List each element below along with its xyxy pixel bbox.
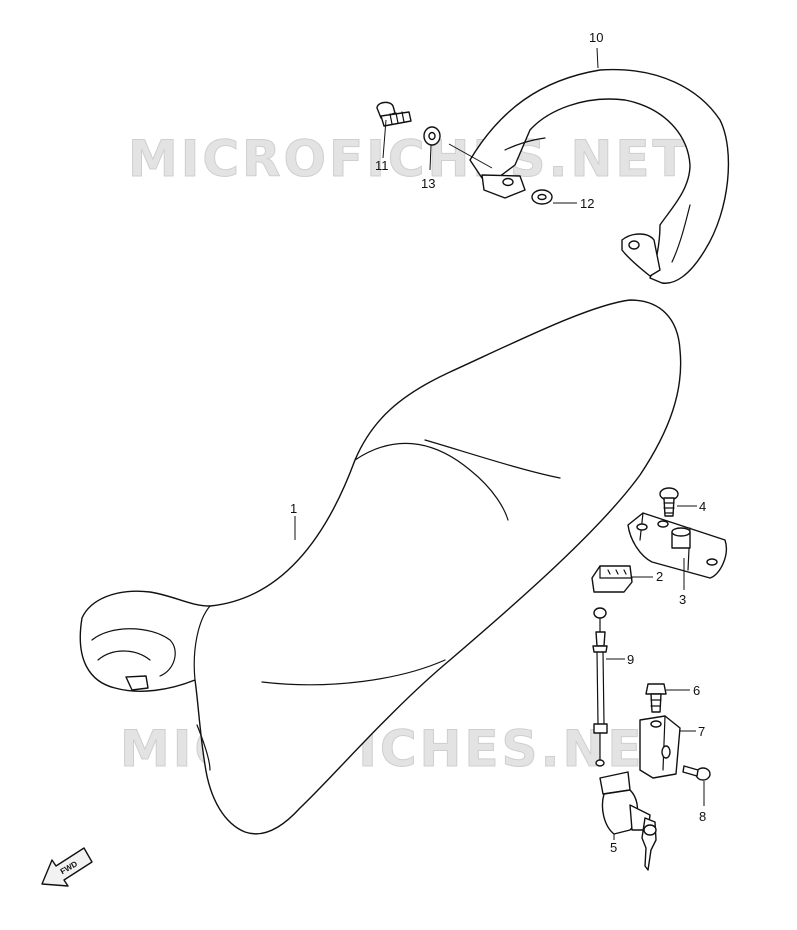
callout-11: 11 — [375, 158, 389, 173]
callout-10: 10 — [589, 30, 603, 45]
callout-5: 5 — [610, 840, 617, 855]
fwd-direction-marker: FWD — [41, 847, 93, 887]
hinge-part-3[interactable] — [627, 512, 727, 579]
callout-13: 13 — [421, 176, 435, 191]
leader-13-to-rail — [448, 143, 493, 169]
seat-part-1[interactable] — [79, 299, 682, 835]
callout-2: 2 — [656, 569, 663, 584]
watermark-top: MICROFICHES.NET — [128, 130, 690, 188]
callout-7: 7 — [698, 724, 705, 739]
callout-8: 8 — [699, 809, 706, 824]
callout-6: 6 — [693, 683, 700, 698]
callout-4: 4 — [699, 499, 706, 514]
callout-9: 9 — [627, 652, 634, 667]
bracket-part-7[interactable] — [639, 715, 681, 779]
seat-lock-part-5[interactable] — [599, 771, 657, 871]
washer-part-13[interactable] — [423, 126, 441, 146]
screw-part-4[interactable] — [659, 487, 679, 517]
grab-rail-part-10[interactable] — [469, 68, 730, 284]
leader-10 — [596, 47, 599, 69]
cushion-part-2[interactable] — [591, 565, 633, 593]
bolt-part-11[interactable] — [376, 101, 412, 127]
callout-1: 1 — [290, 501, 297, 516]
callout-3: 3 — [679, 592, 686, 607]
callout-12: 12 — [580, 196, 594, 211]
washer-part-12[interactable] — [531, 189, 553, 205]
cable-part-9[interactable] — [592, 607, 608, 767]
leader-11 — [382, 119, 387, 159]
leader-13 — [429, 144, 432, 171]
bolt-part-6[interactable] — [645, 683, 667, 713]
screw-part-8[interactable] — [682, 765, 711, 781]
